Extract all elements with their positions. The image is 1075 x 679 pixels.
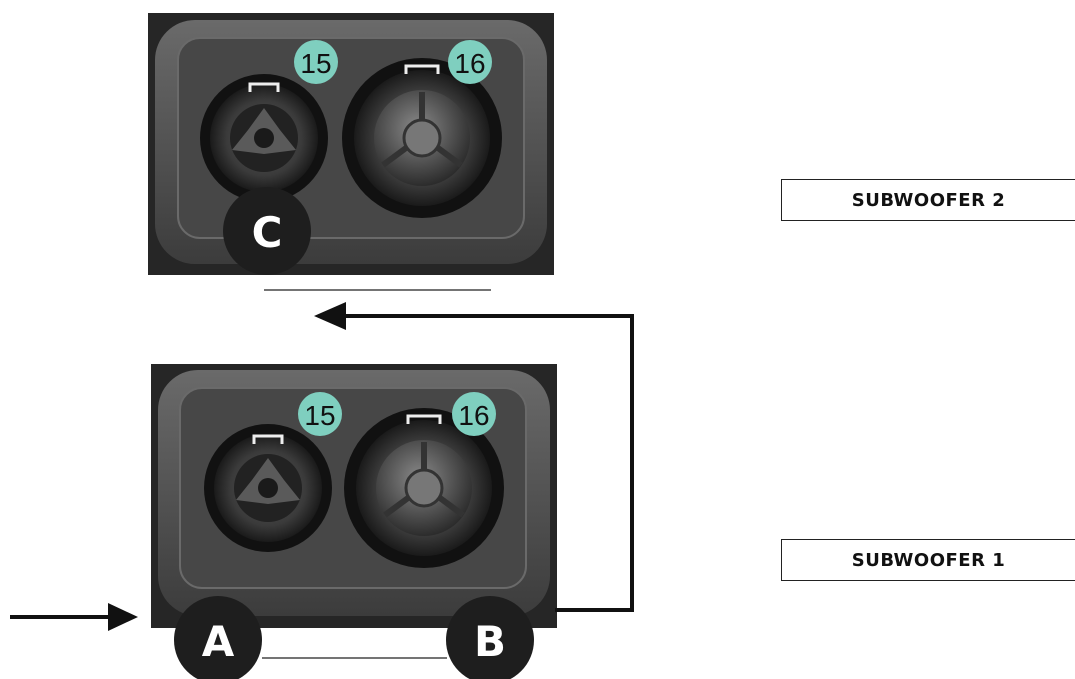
- svg-text:15: 15: [300, 48, 331, 79]
- subwoofer-2-label: SUBWOOFER 2: [781, 179, 1075, 221]
- arrow-right-icon: [10, 603, 138, 631]
- svg-text:B: B: [474, 617, 506, 666]
- speakon-connector-icon: [200, 74, 328, 202]
- number-badge-15: 15: [294, 40, 338, 84]
- subwoofer-2-panel: 15 16 C: [148, 13, 554, 275]
- svg-text:15: 15: [304, 400, 335, 431]
- arrow-left-icon: [314, 302, 634, 612]
- speakon-connector-icon: [344, 408, 504, 568]
- badge-c: C: [223, 187, 311, 275]
- speakon-connector-icon: [342, 58, 502, 218]
- number-badge-15: 15: [298, 392, 342, 436]
- number-badge-16: 16: [448, 40, 492, 84]
- badge-a: A: [174, 596, 262, 679]
- svg-text:C: C: [252, 208, 283, 257]
- subwoofer-1-panel: 15 16 A B: [151, 364, 557, 679]
- svg-text:A: A: [202, 617, 235, 666]
- number-badge-16: 16: [452, 392, 496, 436]
- speakon-connector-icon: [204, 424, 332, 552]
- svg-text:16: 16: [458, 400, 489, 431]
- subwoofer-1-label: SUBWOOFER 1: [781, 539, 1075, 581]
- svg-text:16: 16: [454, 48, 485, 79]
- badge-b: B: [446, 596, 534, 679]
